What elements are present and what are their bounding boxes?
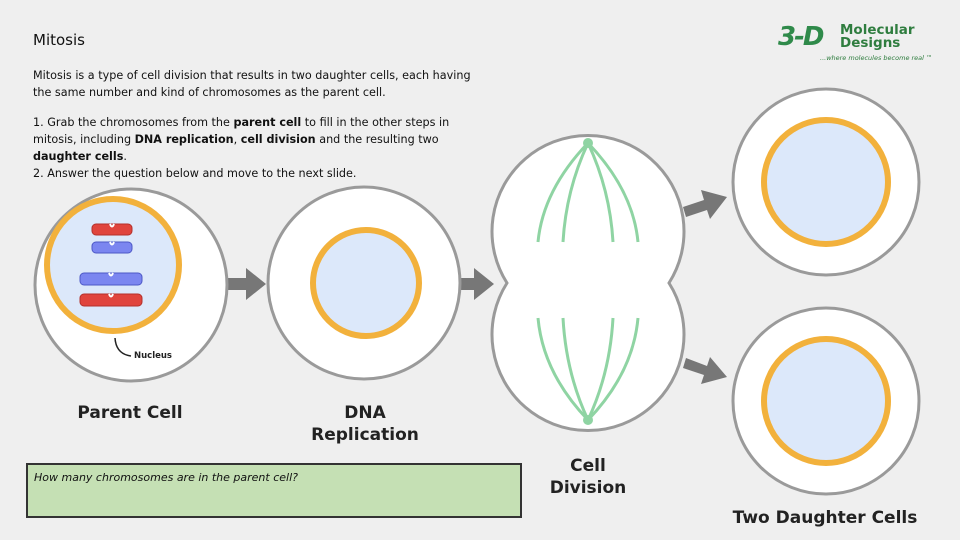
centromere-marks bbox=[108, 223, 115, 298]
chromosome-blue-2 bbox=[79, 272, 143, 286]
cell-division-label: Cell Division bbox=[549, 456, 627, 498]
answer-box[interactable]: How many chromosomes are in the parent c… bbox=[26, 463, 522, 518]
question-text: How many chromosomes are in the parent c… bbox=[34, 471, 298, 484]
logo-tagline: ...where molecules become real ™ bbox=[820, 54, 933, 62]
arrow-division-to-daughter-bottom bbox=[683, 357, 727, 384]
chromosome-red-1 bbox=[91, 223, 133, 236]
nucleus-pointer bbox=[114, 337, 132, 357]
company-logo: 3-D Molecular Designs ...where molecules… bbox=[776, 20, 936, 70]
spindle-fibers bbox=[536, 141, 640, 422]
instruction-step-2: 2. Answer the question below and move to… bbox=[33, 167, 357, 180]
arrow-dna-to-division bbox=[461, 268, 494, 300]
cell-division-cell bbox=[490, 134, 686, 432]
nucleus-label: Nucleus bbox=[134, 351, 172, 361]
chromosomes bbox=[79, 223, 143, 307]
arrows bbox=[226, 190, 727, 384]
daughter-cells-label: Two Daughter Cells bbox=[732, 508, 918, 528]
dividing-cell-outline bbox=[490, 134, 686, 432]
instruction-step-1: 1. Grab the chromosomes from the parent … bbox=[33, 116, 450, 163]
parent-nucleus bbox=[44, 196, 182, 334]
slide-title: Mitosis bbox=[33, 31, 85, 49]
chromosome-blue-1 bbox=[91, 241, 133, 254]
instructions: 1. Grab the chromosomes from the parent … bbox=[33, 114, 493, 182]
daughter-cell-bottom bbox=[731, 306, 921, 496]
arrow-division-to-daughter-top bbox=[683, 190, 727, 219]
dna-replication-label: DNA Replication bbox=[311, 403, 419, 445]
chromosome-red-2 bbox=[79, 293, 143, 307]
centrosome-top bbox=[583, 138, 593, 148]
centrosome-bottom bbox=[583, 415, 593, 425]
parent-cell-label: Parent Cell bbox=[77, 403, 183, 423]
dna-nucleus bbox=[310, 227, 422, 339]
dna-replication-cell bbox=[266, 185, 462, 381]
parent-cell bbox=[33, 187, 229, 383]
daughter-cell-top bbox=[731, 87, 921, 277]
logo-name: Molecular Designs bbox=[840, 22, 915, 51]
intro-paragraph: Mitosis is a type of cell division that … bbox=[33, 69, 471, 99]
arrow-parent-to-dna bbox=[226, 268, 266, 300]
logo-mark: 3-D bbox=[778, 22, 824, 52]
